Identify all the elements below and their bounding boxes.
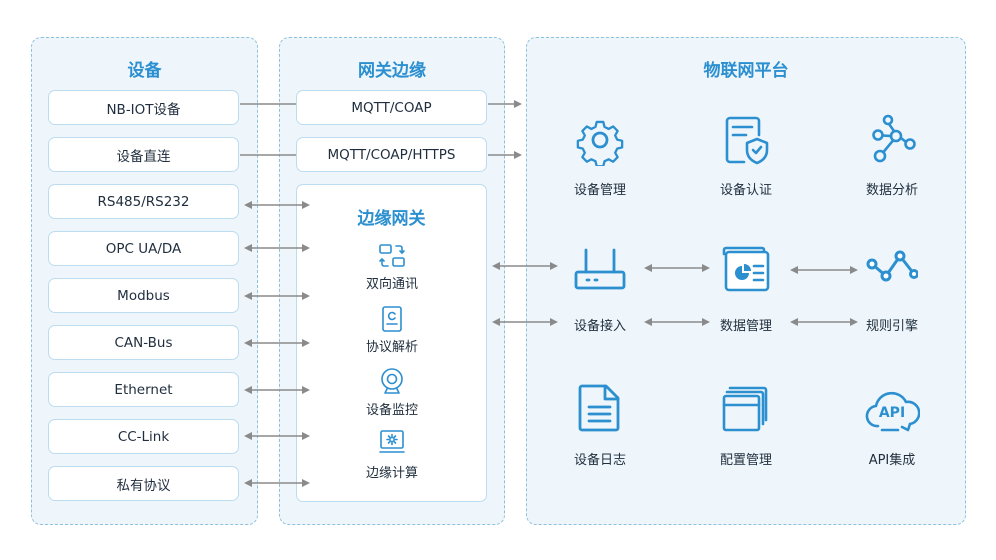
- gateway-feature-label: 双向通讯: [365, 277, 418, 292]
- document-log-icon: [574, 382, 626, 434]
- device-item-rs485: RS485/RS232: [48, 184, 239, 219]
- device-item-cclink: CC-Link: [48, 419, 239, 454]
- gateway-feature-label: 协议解析: [365, 340, 418, 355]
- module-label: API集成: [868, 453, 916, 468]
- module-label: 配置管理: [719, 453, 772, 468]
- device-item-direct: 设备直连: [48, 137, 239, 172]
- edge-computing-icon: [378, 428, 406, 456]
- device-monitoring-camera-icon: [378, 367, 406, 395]
- module-label: 设备认证: [719, 183, 772, 198]
- device-item-private: 私有协议: [48, 466, 239, 501]
- device-item-opc: OPC UA/DA: [48, 231, 239, 266]
- edge-gateway-box: [296, 184, 487, 502]
- device-item-nb-iot: NB-IOT设备: [48, 90, 239, 125]
- svg-text:API: API: [879, 405, 905, 421]
- gateway-feature-label: 设备监控: [365, 403, 418, 418]
- edge-gateway-title: 边缘网关: [357, 209, 426, 229]
- trend-line-icon: [866, 244, 919, 296]
- devices-title: 设备: [127, 61, 162, 81]
- device-item-modbus: Modbus: [48, 278, 239, 313]
- device-item-canbus: CAN-Bus: [48, 325, 239, 360]
- certificate-shield-icon: [720, 114, 772, 166]
- device-item-ethernet: Ethernet: [48, 372, 239, 407]
- module-label: 设备管理: [573, 183, 626, 198]
- platform-title: 物联网平台: [703, 61, 789, 81]
- module-label: 数据管理: [719, 319, 772, 334]
- dashboard-chart-icon: [720, 244, 772, 296]
- gear-icon: [574, 114, 626, 168]
- edge-title: 网关边缘: [358, 61, 426, 81]
- module-label: 设备接入: [573, 319, 626, 334]
- router-icon: [574, 244, 626, 296]
- module-label: 设备日志: [573, 453, 626, 468]
- protocol-mqtt-coap-https: MQTT/COAP/HTTPS: [296, 137, 487, 172]
- module-label: 规则引擎: [865, 319, 918, 334]
- module-label: 数据分析: [865, 183, 918, 198]
- gateway-feature-label: 边缘计算: [365, 466, 418, 481]
- window-stack-icon: [720, 382, 772, 434]
- network-nodes-icon: [866, 114, 918, 166]
- protocol-mqtt-coap: MQTT/COAP: [296, 90, 487, 125]
- protocol-parsing-icon: [378, 305, 406, 333]
- bidirectional-communication-icon: [378, 242, 406, 270]
- api-cloud-icon: API: [864, 384, 921, 436]
